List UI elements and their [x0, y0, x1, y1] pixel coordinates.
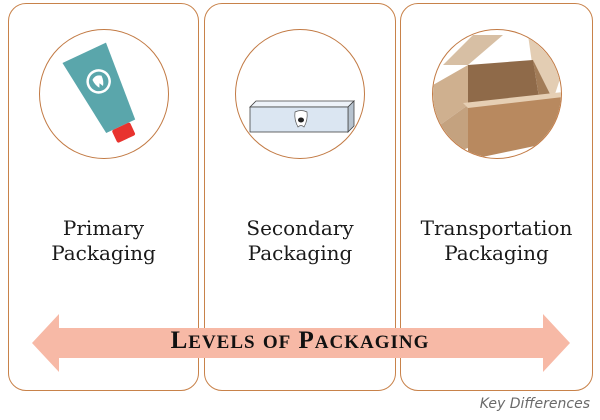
double-arrow-icon — [32, 314, 570, 372]
primary-circle — [39, 29, 169, 159]
primary-label: Primary Packaging — [9, 216, 198, 266]
toothpaste-tube-icon — [62, 42, 136, 143]
secondary-label: Secondary Packaging — [205, 216, 395, 266]
secondary-label-line2: Packaging — [247, 241, 353, 265]
primary-label-line2: Packaging — [51, 241, 156, 265]
panel-primary: Primary Packaging — [8, 3, 199, 391]
primary-label-line1: Primary — [62, 216, 145, 240]
toothpaste-box-icon — [249, 100, 355, 133]
cardboard-box-icon — [433, 35, 561, 158]
secondary-label-line1: Secondary — [246, 216, 354, 240]
transportation-label-line1: Transportation — [420, 216, 573, 240]
transportation-circle — [432, 29, 562, 159]
panel-transportation: Transportation Packaging — [400, 3, 593, 391]
panel-secondary: Secondary Packaging — [204, 3, 396, 391]
secondary-circle — [235, 29, 365, 159]
watermark: Key Differences — [479, 396, 590, 412]
transportation-label-line2: Packaging — [444, 241, 549, 265]
transportation-label: Transportation Packaging — [401, 216, 592, 266]
levels-of-packaging-title: LEVELS OF PACKAGING — [170, 327, 430, 354]
